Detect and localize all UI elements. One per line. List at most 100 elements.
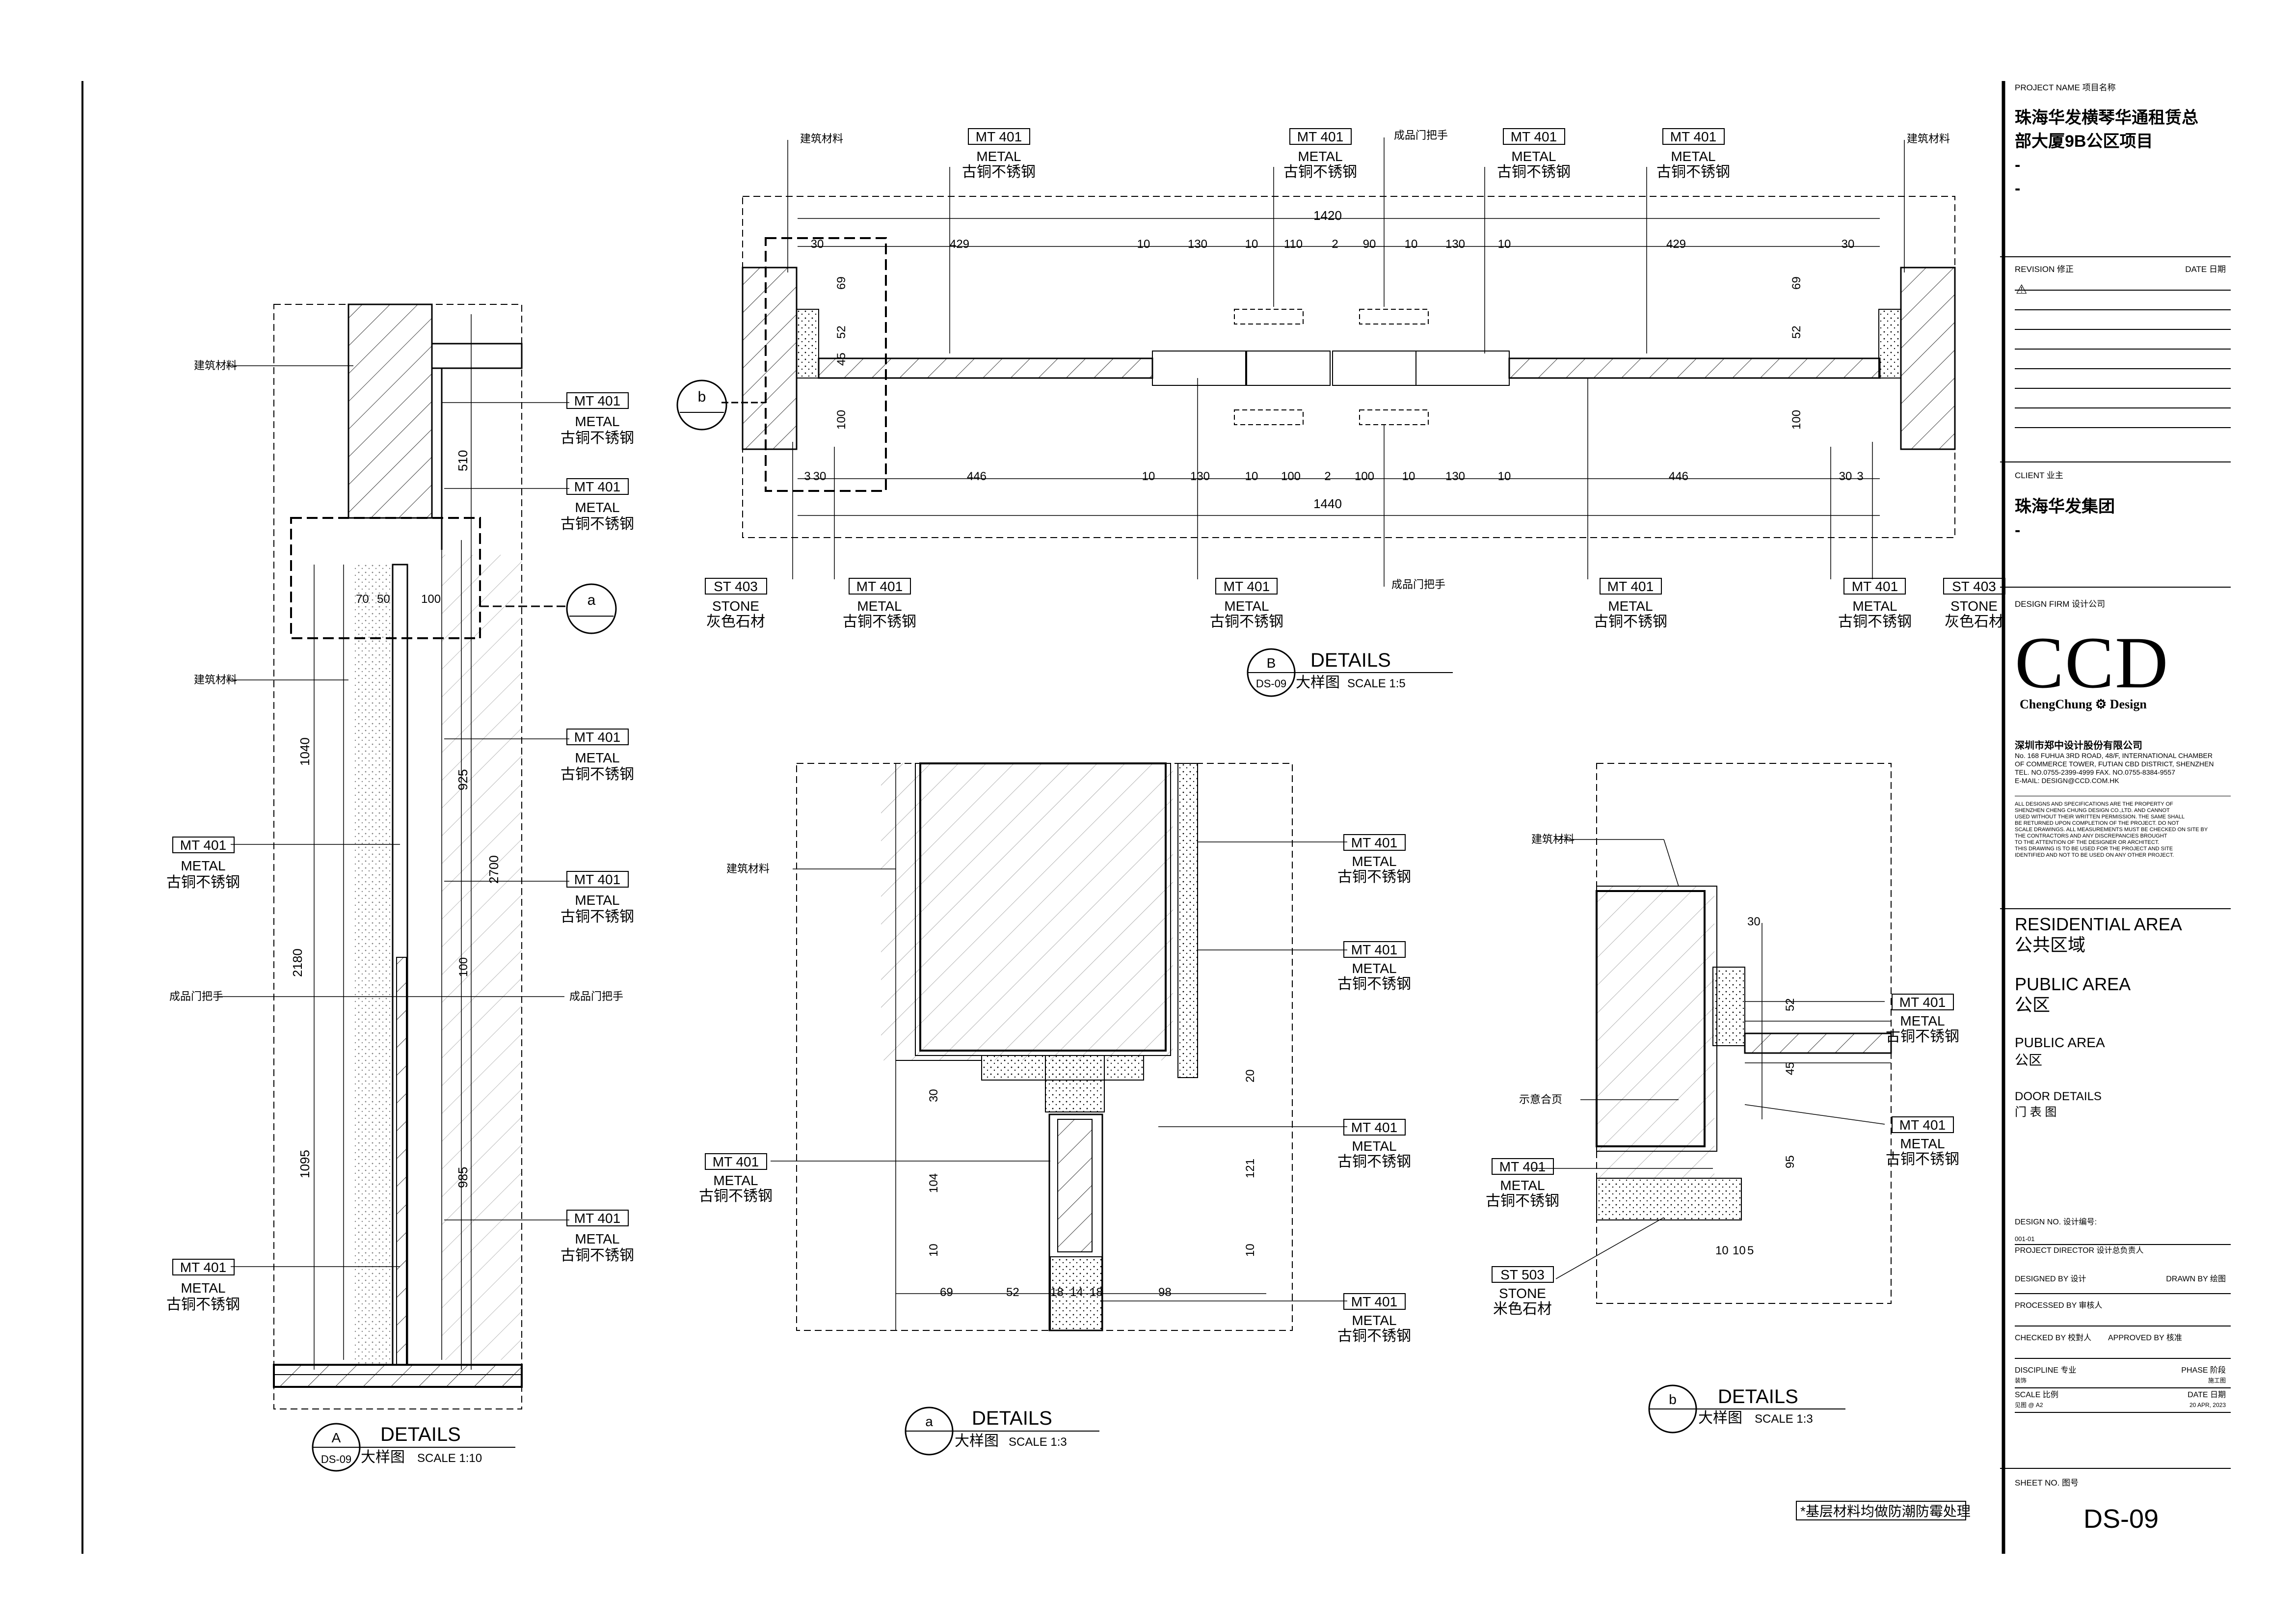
svg-text:2180: 2180 <box>290 948 305 977</box>
svg-text:古铜不锈钢: 古铜不锈钢 <box>561 766 634 783</box>
svg-text:ST 403: ST 403 <box>714 579 758 594</box>
svg-text:DETAILS: DETAILS <box>380 1424 461 1445</box>
svg-text:20: 20 <box>1244 1069 1257 1083</box>
svg-text:SCALE 1:10: SCALE 1:10 <box>417 1452 482 1465</box>
svg-text:MT 401: MT 401 <box>976 129 1022 144</box>
label-building-material-b1: 建筑材料 <box>800 133 843 145</box>
svg-text:古铜不锈钢: 古铜不锈钢 <box>1210 614 1283 630</box>
svg-text:A: A <box>332 1430 341 1445</box>
svg-text:METAL: METAL <box>575 500 619 515</box>
svg-text:2: 2 <box>1332 238 1338 251</box>
detail-label-B: B DS-09 DETAILS 大样图 SCALE 1:5 <box>1247 648 1453 697</box>
svg-text:STONE: STONE <box>1950 598 1998 614</box>
svg-text:10: 10 <box>1137 238 1150 251</box>
project-director-label: PROJECT DIRECTOR 设计总负责人 <box>2015 1244 2231 1256</box>
svg-text:10: 10 <box>1245 238 1258 251</box>
svg-text:SCALE 1:3: SCALE 1:3 <box>1755 1412 1813 1426</box>
svg-text:121: 121 <box>1244 1159 1257 1178</box>
svg-text:18: 18 <box>1090 1286 1103 1299</box>
svg-text:69: 69 <box>835 276 848 290</box>
svg-text:MT 401: MT 401 <box>1899 1117 1946 1133</box>
svg-text:METAL: METAL <box>575 414 619 429</box>
svg-text:古铜不锈钢: 古铜不锈钢 <box>1886 1029 1959 1045</box>
svg-text:METAL: METAL <box>1352 854 1396 869</box>
drawn-by-label: DRAWN BY 绘图 <box>2166 1275 2226 1283</box>
svg-text:MT 401: MT 401 <box>856 579 903 594</box>
svg-text:METAL: METAL <box>1900 1136 1945 1151</box>
svg-text:a: a <box>925 1414 933 1429</box>
approved-by-label: APPROVED BY 核准 <box>2108 1334 2182 1342</box>
svg-text:METAL: METAL <box>1352 1313 1396 1328</box>
svg-text:灰色石材: 灰色石材 <box>706 614 765 630</box>
area-1-en: RESIDENTIAL AREA <box>2015 914 2182 934</box>
svg-text:2: 2 <box>1324 470 1331 483</box>
svg-text:10: 10 <box>1244 1244 1257 1257</box>
svg-text:30: 30 <box>811 238 824 251</box>
svg-text:10: 10 <box>1733 1244 1746 1257</box>
svg-text:DS-09: DS-09 <box>1256 677 1286 690</box>
svg-text:10: 10 <box>1402 470 1415 483</box>
svg-text:10: 10 <box>1498 238 1511 251</box>
svg-text:MT 401: MT 401 <box>1351 835 1397 850</box>
project-name-line1: 珠海华发横琴华通租赁总 <box>2015 108 2198 127</box>
svg-text:30: 30 <box>1839 470 1852 483</box>
svg-text:1420: 1420 <box>1313 208 1342 223</box>
svg-text:METAL: METAL <box>1352 1138 1396 1154</box>
svg-text:METAL: METAL <box>575 893 619 908</box>
svg-text:5: 5 <box>1747 1244 1754 1257</box>
svg-text:3: 3 <box>804 470 810 483</box>
processed-by-label: PROCESSED BY 审核人 <box>2015 1301 2231 1326</box>
discipline-value: 装饰 <box>2015 1377 2027 1384</box>
detail-label-b: b DETAILS 大样图 SCALE 1:3 <box>1648 1384 1845 1434</box>
svg-text:METAL: METAL <box>1900 1013 1945 1029</box>
svg-text:MT 401: MT 401 <box>574 730 620 745</box>
discipline-label: DISCIPLINE 专业 <box>2015 1366 2077 1375</box>
svg-text:DS-09: DS-09 <box>321 1453 351 1465</box>
scale-value: 见图 @ A2 <box>2015 1402 2043 1408</box>
svg-text:429: 429 <box>950 238 969 251</box>
label-building-material-b2: 建筑材料 <box>1907 133 1950 145</box>
svg-text:MT 401: MT 401 <box>1297 129 1343 144</box>
label-building-material-a2: 建筑材料 <box>194 674 237 686</box>
svg-text:925: 925 <box>455 769 470 790</box>
svg-text:古铜不锈钢: 古铜不锈钢 <box>843 614 916 630</box>
svg-text:*基层材料均做防潮防霉处理: *基层材料均做防潮防霉处理 <box>1800 1504 1971 1519</box>
svg-text:古铜不锈钢: 古铜不锈钢 <box>962 164 1036 180</box>
svg-text:30: 30 <box>927 1089 940 1102</box>
svg-text:古铜不锈钢: 古铜不锈钢 <box>1283 164 1357 180</box>
svg-text:SCALE 1:3: SCALE 1:3 <box>1009 1435 1067 1449</box>
date-value: 20 APR, 2023 <box>2189 1402 2226 1408</box>
svg-text:METAL: METAL <box>1671 149 1715 164</box>
svg-text:10: 10 <box>1715 1244 1729 1257</box>
area-3-cn: 公区 <box>2015 1053 2043 1068</box>
svg-text:10: 10 <box>1142 470 1155 483</box>
svg-text:52: 52 <box>835 325 848 339</box>
disclaimer-7: TO THE ATTENTION OF THE DESIGNER OR ARCH… <box>2015 839 2160 845</box>
project-name-dash1: - <box>2015 156 2021 174</box>
svg-text:METAL: METAL <box>1608 598 1653 614</box>
svg-text:MT 401: MT 401 <box>1499 1159 1546 1174</box>
svg-text:MT 401: MT 401 <box>180 1260 226 1275</box>
svg-text:446: 446 <box>967 470 987 483</box>
svg-text:MT 401: MT 401 <box>574 479 620 494</box>
designed-by-label: DESIGNED BY 设计 <box>2015 1275 2086 1283</box>
svg-text:METAL: METAL <box>575 750 619 765</box>
svg-text:ST 403: ST 403 <box>1952 579 1996 594</box>
svg-text:古铜不锈钢: 古铜不锈钢 <box>1886 1151 1959 1167</box>
detail-a-section: a 1040 2180 1095 925 2700 985 510 70 50 … <box>169 303 623 1409</box>
label-plywood-b-detail: 示意合页 <box>1519 1093 1562 1106</box>
svg-text:MT 401: MT 401 <box>1351 942 1397 957</box>
svg-text:MT 401: MT 401 <box>1607 579 1654 594</box>
svg-text:3: 3 <box>1857 470 1863 483</box>
svg-text:古铜不锈钢: 古铜不锈钢 <box>1337 869 1411 885</box>
svg-text:MT 401: MT 401 <box>713 1154 759 1169</box>
project-name-label: PROJECT NAME 项目名称 <box>2015 83 2116 92</box>
svg-text:2700: 2700 <box>486 855 501 884</box>
project-name-line2: 部大厦9B公区项目 <box>2015 132 2153 151</box>
svg-text:90: 90 <box>1363 238 1376 251</box>
svg-text:1440: 1440 <box>1313 496 1342 511</box>
svg-text:510: 510 <box>455 450 470 471</box>
svg-text:52: 52 <box>1784 998 1797 1011</box>
